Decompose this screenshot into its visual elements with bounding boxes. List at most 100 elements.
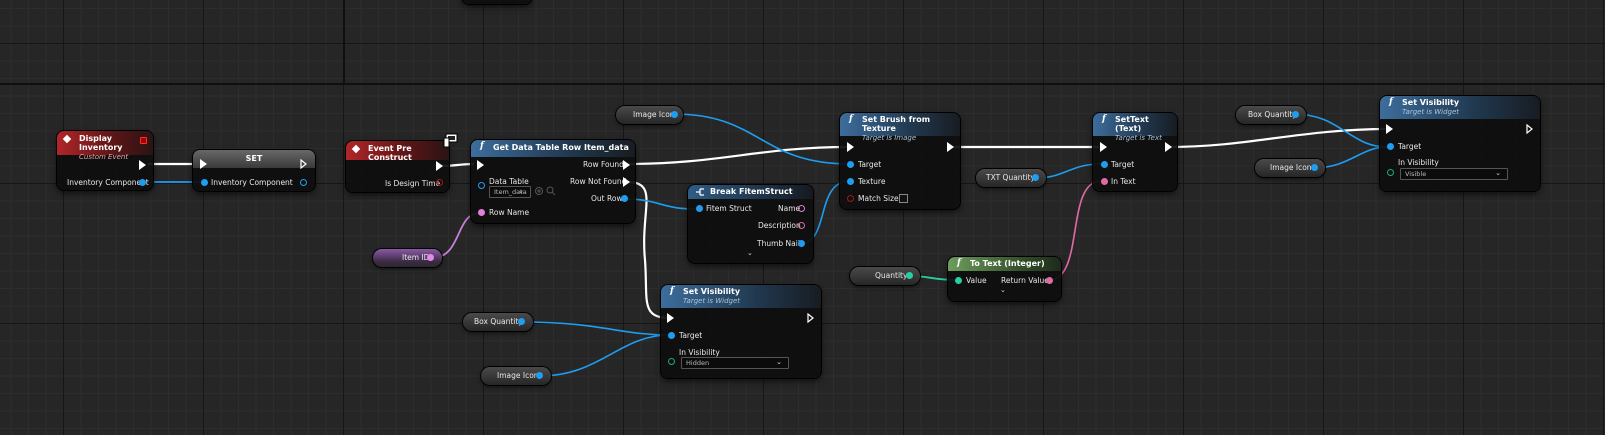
exec-in-pin[interactable] [1100, 142, 1107, 152]
output-pin[interactable] [798, 240, 805, 247]
pin-label: Match Size [858, 194, 899, 203]
node-subtitle: Target is Text [1115, 134, 1162, 142]
exec-in-pin[interactable] [667, 313, 674, 323]
pin-label: Row Not Found [570, 177, 627, 186]
exec-in-pin[interactable] [200, 159, 207, 169]
node-break-fitemstruct[interactable]: Break FitemStruct Fitem Struct Name Desc… [688, 185, 813, 263]
pin-label: In Text [1111, 177, 1136, 186]
input-pin[interactable] [478, 209, 485, 216]
node-get-data-table-row[interactable]: f Get Data Table Row Item_data Row Found… [471, 140, 635, 223]
node-subtitle: Target is Widget [683, 297, 741, 305]
exec-in-pin[interactable] [477, 160, 484, 170]
browse-icon[interactable] [534, 186, 544, 196]
node-set-visibility[interactable]: f Set Visibility Target is Widget Target… [1380, 96, 1540, 191]
pin-label: Value [966, 276, 987, 285]
pin-label: Data Table [489, 177, 529, 186]
input-pin[interactable] [1387, 143, 1394, 150]
pin-label: In Visibility [1398, 158, 1439, 167]
output-pin[interactable] [139, 179, 146, 186]
node-to-text-integer[interactable]: f To Text (Integer) Value Return Value ⌄ [948, 257, 1061, 301]
variable-label: Image Icon [633, 110, 675, 119]
node-header: Event Pre Construct [346, 141, 449, 162]
variable-box-quantity[interactable]: Box Quantity [463, 313, 533, 331]
exec-wire [626, 145, 849, 166]
variable-label: Image Icon [497, 371, 539, 380]
node-header: f SetText (Text) Target is Text [1093, 113, 1177, 142]
variable-label: TXT Quantity [986, 173, 1035, 182]
output-pin[interactable] [798, 222, 805, 229]
variable-item-id[interactable]: Item ID [373, 249, 442, 267]
output-pin[interactable] [621, 195, 628, 202]
variable-txt-quantity[interactable]: TXT Quantity [976, 169, 1046, 187]
output-pin[interactable] [300, 179, 307, 186]
variable-image-icon[interactable]: Image Icon [616, 106, 683, 124]
node-set-brush-from-texture[interactable]: f Set Brush from Texture Target is Image… [840, 113, 960, 209]
chevron-down-icon: ⌄ [518, 187, 524, 195]
output-pin[interactable] [1032, 174, 1039, 181]
output-pin[interactable] [436, 179, 443, 186]
variable-quantity[interactable]: Quantity [850, 267, 920, 285]
output-pin[interactable] [427, 254, 434, 261]
data-wire [1293, 113, 1388, 148]
exec-out-pin[interactable] [947, 142, 954, 152]
node-header: Display Inventory Custom Event [57, 131, 153, 161]
variable-label: Item ID [402, 253, 430, 262]
input-pin[interactable] [696, 205, 703, 212]
exec-out-pin[interactable] [623, 177, 630, 187]
output-pin[interactable] [671, 111, 678, 118]
output-pin[interactable] [906, 272, 913, 279]
node-set[interactable]: SET Inventory Component [193, 150, 315, 191]
input-pin[interactable] [478, 182, 485, 189]
chevron-down-icon[interactable]: ⌄ [747, 249, 753, 257]
input-pin[interactable] [1387, 169, 1394, 176]
data-table-value: Item_data [494, 188, 527, 196]
node-settext[interactable]: f SetText (Text) Target is Text Target I… [1093, 113, 1177, 191]
variable-box-quantity[interactable]: Box Quantity [1236, 106, 1306, 124]
variable-image-icon[interactable]: Image Icon [481, 367, 551, 385]
exec-in-pin[interactable] [1386, 124, 1393, 134]
offscreen-node-fragment[interactable] [462, 0, 532, 4]
output-pin[interactable] [1292, 111, 1299, 118]
input-pin[interactable] [201, 179, 208, 186]
input-pin[interactable] [668, 332, 675, 339]
output-pin[interactable] [798, 205, 805, 212]
pin-label: Texture [858, 177, 886, 186]
exec-out-pin[interactable] [300, 159, 308, 169]
output-pin[interactable] [518, 318, 525, 325]
variable-label: Image Icon [1270, 163, 1312, 172]
node-header: f Set Visibility Target is Widget [1380, 96, 1540, 119]
delegate-pin[interactable] [140, 137, 147, 144]
exec-out-pin[interactable] [807, 313, 815, 323]
node-event-pre-construct[interactable]: Event Pre Construct Is Design Time [346, 133, 458, 192]
match-size-checkbox[interactable] [899, 194, 908, 203]
visibility-select[interactable]: Hidden ⌄ [681, 357, 789, 369]
output-pin[interactable] [536, 372, 543, 379]
exec-out-pin[interactable] [1165, 142, 1172, 152]
input-pin[interactable] [1101, 178, 1108, 185]
input-pin[interactable] [847, 195, 854, 202]
exec-out-pin[interactable] [139, 160, 146, 170]
output-pin[interactable] [1311, 164, 1318, 171]
search-icon[interactable] [546, 186, 556, 196]
node-title: SET [245, 154, 263, 163]
pin-label: Target [858, 160, 882, 169]
visibility-select[interactable]: Visible ⌄ [1400, 168, 1508, 180]
output-pin[interactable] [1046, 277, 1053, 284]
node-set-visibility[interactable]: f Set Visibility Target is Widget Target… [661, 285, 821, 378]
exec-wire [626, 180, 671, 320]
variable-image-icon[interactable]: Image Icon [1255, 159, 1325, 177]
data-table-select[interactable]: Item_data ⌄ [489, 186, 531, 198]
exec-in-pin[interactable] [847, 142, 854, 152]
chevron-down-icon[interactable]: ⌄ [1000, 286, 1006, 294]
input-pin[interactable] [955, 277, 962, 284]
node-display-inventory[interactable]: Display Inventory Custom Event Inventory… [57, 131, 153, 190]
input-pin[interactable] [847, 178, 854, 185]
data-wire [624, 198, 697, 210]
input-pin[interactable] [847, 161, 854, 168]
exec-out-pin[interactable] [623, 160, 630, 170]
exec-out-pin[interactable] [436, 161, 443, 171]
input-pin[interactable] [668, 358, 675, 365]
exec-out-pin[interactable] [1526, 124, 1534, 134]
node-header: f Set Visibility Target is Widget [661, 285, 821, 308]
input-pin[interactable] [1101, 161, 1108, 168]
